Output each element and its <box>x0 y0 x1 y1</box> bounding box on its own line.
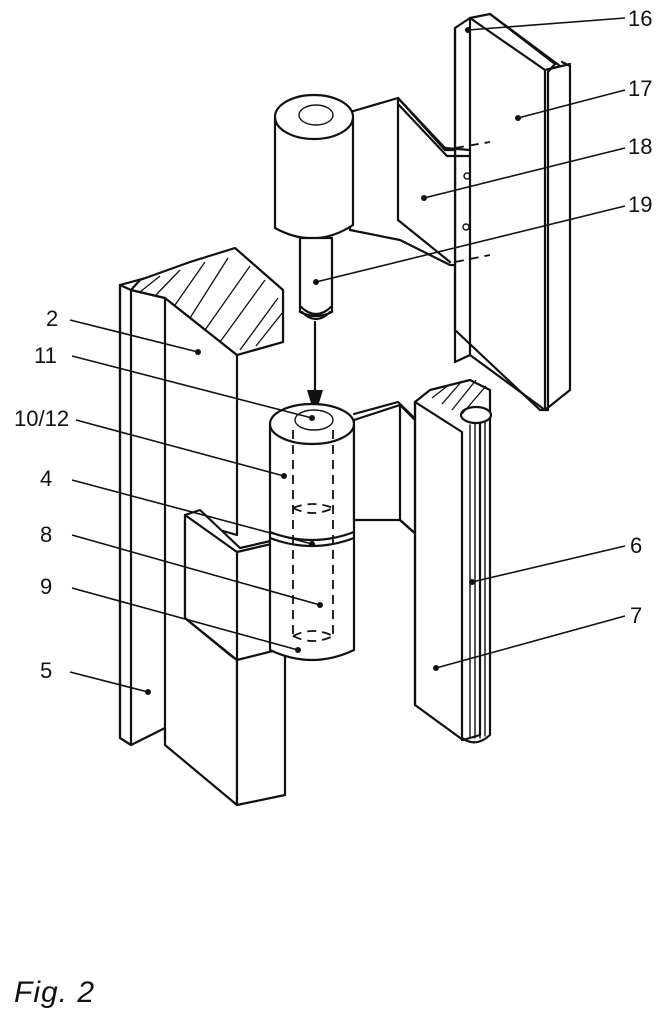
door-profile <box>413 378 493 744</box>
svg-text:11: 11 <box>34 343 57 368</box>
svg-text:18: 18 <box>628 134 652 159</box>
svg-text:5: 5 <box>40 658 52 683</box>
callout-16: 16 <box>465 6 652 33</box>
svg-text:17: 17 <box>628 76 652 101</box>
lower-hinge-barrel <box>268 402 356 662</box>
insertion-arrow <box>307 320 323 416</box>
callout-7: 7 <box>433 603 642 671</box>
lower-left-leaf <box>183 508 287 807</box>
svg-text:2: 2 <box>46 306 58 331</box>
callout-17: 17 <box>515 76 652 121</box>
left-post-hatched-section <box>129 246 285 357</box>
figure-caption: Fig. 2 <box>14 976 96 1009</box>
svg-text:7: 7 <box>630 603 642 628</box>
svg-text:6: 6 <box>630 533 642 558</box>
callout-11: 11 <box>34 343 315 421</box>
callout-5: 5 <box>40 658 151 695</box>
hinge-pin-19 <box>298 236 334 321</box>
upper-frame-profile <box>453 12 572 412</box>
upper-hinge-barrel <box>273 93 355 240</box>
callout-8: 8 <box>40 522 323 608</box>
callout-19: 19 <box>313 192 652 285</box>
svg-text:4: 4 <box>40 466 52 491</box>
callout-4: 4 <box>40 466 315 547</box>
svg-text:9: 9 <box>40 574 52 599</box>
callout-9: 9 <box>40 574 301 653</box>
callout-10-12: 10/12 <box>14 406 287 479</box>
svg-text:19: 19 <box>628 192 652 217</box>
callout-2: 2 <box>46 306 201 355</box>
callout-6: 6 <box>469 533 642 585</box>
svg-text:16: 16 <box>628 6 652 31</box>
svg-text:10/12: 10/12 <box>14 406 69 431</box>
upper-hinge-leaf <box>348 96 491 267</box>
svg-text:8: 8 <box>40 522 52 547</box>
callout-18: 18 <box>421 134 652 201</box>
